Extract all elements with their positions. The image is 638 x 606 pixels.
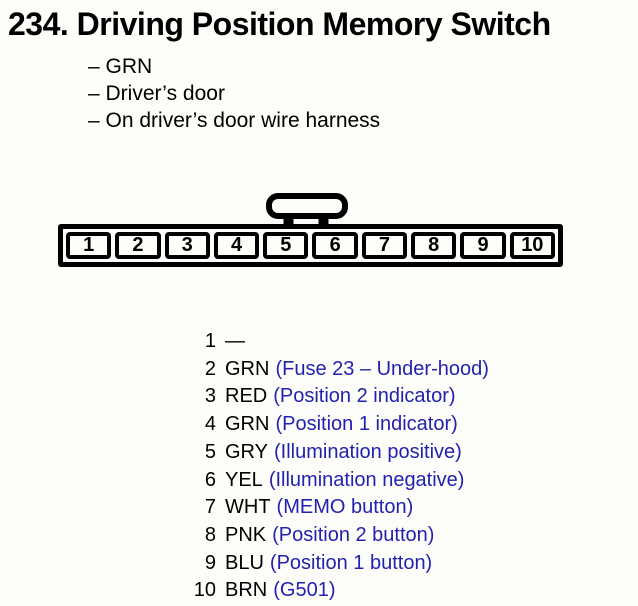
connector-pin-9: 9: [460, 232, 506, 259]
connector-pin-10: 10: [509, 232, 555, 259]
wire-color: YEL: [225, 468, 263, 491]
wire-color: WHT: [225, 496, 271, 519]
page-title: 234. Driving Position Memory Switch: [8, 6, 551, 42]
wire-color: GRY: [225, 440, 268, 463]
pin-number: 1: [204, 330, 216, 352]
pin-row: 4 GRN (Position 1 indicator): [148, 411, 489, 439]
pin-number: 4: [204, 413, 216, 436]
wire-color: RED: [225, 385, 268, 408]
note-line: – Driver’s door: [88, 82, 225, 105]
pin-number: 7: [204, 496, 216, 519]
pin-row: 7 WHT (MEMO button): [148, 494, 489, 522]
note-line: – GRN: [88, 55, 153, 78]
pin-row: 10 BRN (G501): [148, 577, 489, 605]
pin-number: 8: [204, 523, 216, 546]
wire-description: (MEMO button): [276, 496, 414, 519]
pin-row: 8 PNK (Position 2 button): [148, 522, 489, 550]
wire-description: (Position 2 button): [272, 523, 435, 546]
connector-pin-4: 4: [213, 232, 260, 259]
wire-color: BLU: [225, 551, 264, 574]
pin-number: 3: [204, 385, 216, 408]
connector-pin-7: 7: [361, 232, 408, 259]
wire-description: (Illumination positive): [273, 440, 462, 463]
connector-pin-3: 3: [164, 232, 210, 259]
wire-description: (Position 1 indicator): [275, 413, 458, 436]
pin-row: 5 GRY (Illumination positive): [148, 439, 489, 467]
pin-row: 9 BLU (Position 1 button): [148, 550, 489, 578]
pin-row: 6 YEL (Illumination negative): [148, 467, 489, 495]
pin-row: 2 GRN (Fuse 23 – Under-hood): [148, 356, 489, 384]
pin-row: 1 —: [148, 328, 489, 356]
connector-pin-5: 5: [263, 232, 309, 259]
pin-number: 6: [204, 468, 216, 491]
wire-color: GRN: [225, 413, 270, 436]
wire-description: (G501): [273, 579, 336, 602]
connector-pin-1: 1: [66, 232, 112, 259]
connector-pin-2: 2: [115, 232, 161, 259]
wire-description: (Position 2 indicator): [273, 385, 456, 408]
connector-latch-icon: [266, 193, 348, 226]
pin-row: 3 RED (Position 2 indicator): [148, 383, 489, 411]
wire-description: (Position 1 button): [269, 551, 433, 574]
pin-number: 10: [193, 579, 216, 602]
notes: – GRN – Driver’s door – On driver’s door…: [88, 53, 380, 134]
wire-color: BRN: [225, 579, 268, 602]
note-line: – On driver’s door wire harness: [88, 109, 381, 132]
connector-pin-8: 8: [411, 232, 457, 259]
connector-pin-6: 6: [312, 232, 358, 259]
pin-list: 1 — 2 GRN (Fuse 23 – Under-hood) 3 RED (…: [148, 328, 489, 605]
pin-number: 5: [204, 440, 216, 463]
wire-description: (Fuse 23 – Under-hood): [275, 357, 489, 380]
wire-color: GRN: [225, 357, 270, 380]
connector-diagram: 1 2 3 4 5 6 7 8 9 10: [58, 224, 563, 267]
wire-color: —: [225, 330, 245, 352]
pin-number: 9: [204, 551, 216, 574]
latch-top-bar: [266, 193, 348, 219]
pin-number: 2: [204, 357, 216, 380]
wire-description: (Illumination negative): [268, 468, 465, 491]
wire-color: PNK: [225, 523, 267, 546]
